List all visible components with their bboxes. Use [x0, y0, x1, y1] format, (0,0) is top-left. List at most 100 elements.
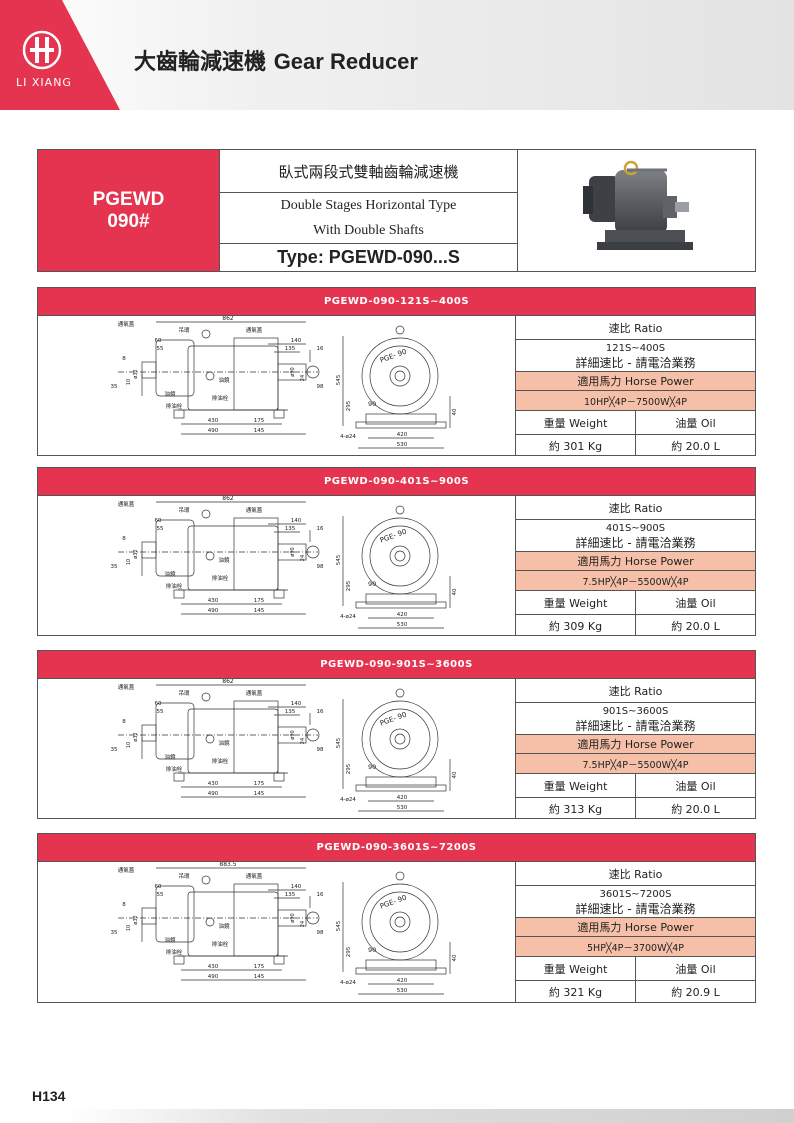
- dim-label-dim_530: 530: [397, 442, 408, 448]
- dim-label-dim_32: ø32: [133, 732, 139, 741]
- dim-label-dim_40: 40: [452, 771, 458, 778]
- ratio-range: 3601S~7200S: [599, 888, 672, 900]
- dimension-drawing: 862 140 135 60 55 8 10 ø32 35 ø90 16 24 …: [111, 316, 458, 449]
- title-zh: 大齒輪減速機: [134, 50, 267, 75]
- dim-label-dim_90b: 90: [368, 400, 376, 408]
- dimension-drawing: 862 140 135 60 55 8 10 ø32 35 ø90 16 24 …: [111, 679, 458, 812]
- dim-label-dim_55: 55: [157, 709, 164, 715]
- dim-label-dim_140: 140: [291, 338, 302, 344]
- dim-label-lbl_drain: 排油栓: [166, 765, 183, 773]
- weight-label: 重量 Weight: [516, 957, 636, 980]
- dim-label-lbl_drain: 排油栓: [212, 940, 229, 948]
- dim-label-dim_862: 862: [222, 316, 234, 322]
- weight-label: 重量 Weight: [516, 411, 636, 434]
- dim-label-dim_420: 420: [397, 612, 408, 618]
- dim-label-dim_35: 35: [111, 384, 118, 390]
- product-header-table: PGEWD 090# 臥式兩段式雙軸齒輪減速機 Double Stages Ho…: [37, 149, 756, 272]
- spec-section: PGEWD-090-3601S~7200S: [37, 833, 756, 1003]
- page-number: H134: [32, 1088, 66, 1104]
- weight-oil-values: 約 313 Kg 約 20.0 L: [516, 798, 755, 819]
- desc-en-line2: With Double Shafts: [313, 223, 424, 238]
- dim-label-dim_545: 545: [336, 554, 342, 565]
- hp-value: 7.5HP╳4P－5500W╳4P: [516, 571, 755, 591]
- weight-oil-values: 約 321 Kg 約 20.9 L: [516, 981, 755, 1003]
- dim-label-dim_430: 430: [208, 781, 219, 787]
- dim-label-dim_530: 530: [397, 988, 408, 994]
- dim-label-lbl_vent: 通氣蓋: [118, 866, 135, 874]
- gear-reducer-image: [582, 160, 693, 250]
- product-code-line1: PGEWD: [92, 188, 165, 210]
- dim-label-dim_530: 530: [397, 805, 408, 811]
- dim-label-lbl_gauge: 油鏡: [164, 390, 176, 398]
- dim-label-dim_40: 40: [452, 954, 458, 961]
- hp-label: 適用馬力 Horse Power: [516, 552, 755, 571]
- hp-value: 7.5HP╳4P－5500W╳4P: [516, 754, 755, 774]
- hp-value: 10HP╳4P－7500W╳4P: [516, 391, 755, 411]
- dim-label-lbl_gauge: 油鏡: [218, 922, 230, 930]
- dim-label-dim_16: 16: [317, 709, 324, 715]
- dim-label-dim_490: 490: [208, 428, 219, 434]
- ratio-range: 901S~3600S: [602, 705, 669, 717]
- ratio-label: 速比 Ratio: [516, 679, 755, 703]
- dim-label-dim_bolt: 4-ø24: [340, 434, 356, 440]
- dim-label-dim_bolt: 4-ø24: [340, 980, 356, 986]
- spec-table: 速比 Ratio 121S~400S 詳細速比 - 請電洽業務 適用馬力 Hor…: [516, 316, 755, 456]
- dim-label-dim_32: ø32: [133, 549, 139, 558]
- dim-label-lbl_vent: 通氣蓋: [246, 872, 263, 880]
- oil-label: 油量 Oil: [675, 596, 716, 610]
- dim-label-dim_90: ø90: [290, 367, 296, 376]
- product-photo: [518, 150, 755, 271]
- dim-label-dim_8: 8: [122, 902, 126, 908]
- section-title: PGEWD-090-3601S~7200S: [38, 834, 755, 862]
- dim-label-dim_bolt: 4-ø24: [340, 614, 356, 620]
- weight-value: 約 301 Kg: [516, 435, 636, 456]
- dim-label-lbl_hook: 吊環: [178, 873, 190, 880]
- dim-label-dim_862: 862: [222, 679, 234, 685]
- dim-label-dim_135: 135: [285, 346, 296, 352]
- dim-label-dim_8: 8: [122, 356, 126, 362]
- desc-en: Double Stages Horizontal Type With Doubl…: [220, 193, 517, 244]
- page-title: 大齒輪減速機 Gear Reducer: [134, 44, 418, 76]
- section-title: PGEWD-090-901S~3600S: [38, 651, 755, 679]
- dim-label-dim_545: 545: [336, 737, 342, 748]
- dim-label-lbl_drain: 排油栓: [212, 394, 229, 402]
- dim-label-dim_60: 60: [155, 518, 162, 524]
- product-code-line2: 090#: [107, 210, 150, 232]
- hp-value: 5HP╳4P－3700W╳4P: [516, 937, 755, 957]
- oil-label: 油量 Oil: [675, 779, 716, 793]
- dim-label-dim_140: 140: [291, 701, 302, 707]
- spec-table: 速比 Ratio 901S~3600S 詳細速比 - 請電洽業務 適用馬力 Ho…: [516, 679, 755, 819]
- dim-label-dim_10: 10: [126, 742, 132, 748]
- dim-label-dim_90: ø90: [290, 730, 296, 739]
- dimension-drawing-panel: 862 140 135 60 55 8 10 ø32 35 ø90 16 24 …: [38, 496, 516, 636]
- dim-label-dim_430: 430: [208, 598, 219, 604]
- dim-label-dim_10: 10: [126, 379, 132, 385]
- dim-label-dim_16: 16: [317, 346, 324, 352]
- dim-label-dim_90b: 90: [368, 946, 376, 954]
- dim-label-dim_140: 140: [291, 884, 302, 890]
- dimension-drawing-panel: 862 140 135 60 55 8 10 ø32 35 ø90 16 24 …: [38, 679, 516, 819]
- dim-label-dim_60: 60: [155, 338, 162, 344]
- dim-label-dim_16: 16: [317, 526, 324, 532]
- dim-label-dim_55: 55: [157, 526, 164, 532]
- dim-label-dim_24: 24: [300, 375, 306, 381]
- dim-label-dim_98: 98: [317, 384, 324, 390]
- weight-oil-values: 約 301 Kg 約 20.0 L: [516, 435, 755, 456]
- weight-oil-header: 重量 Weight 油量 Oil: [516, 411, 755, 435]
- dim-label-lbl_drain: 排油栓: [166, 582, 183, 590]
- section-title: PGEWD-090-401S~900S: [38, 468, 755, 496]
- dim-label-dim_35: 35: [111, 564, 118, 570]
- ratio-detail: 401S~900S 詳細速比 - 請電洽業務: [516, 520, 755, 552]
- ratio-range: 121S~400S: [605, 342, 666, 354]
- weight-value: 約 309 Kg: [516, 615, 636, 636]
- dim-label-dim_883: 883.5: [219, 862, 236, 868]
- dim-label-lbl_vent: 通氣蓋: [118, 320, 135, 328]
- dim-label-dim_60: 60: [155, 884, 162, 890]
- oil-label: 油量 Oil: [675, 416, 716, 430]
- dim-label-dim_bolt: 4-ø24: [340, 797, 356, 803]
- dim-label-dim_862: 862: [222, 496, 234, 502]
- dim-label-dim_545: 545: [336, 920, 342, 931]
- ratio-detail: 901S~3600S 詳細速比 - 請電洽業務: [516, 703, 755, 735]
- dim-label-lbl_vent: 通氣蓋: [246, 506, 263, 514]
- ratio-note: 詳細速比 - 請電洽業務: [575, 535, 696, 550]
